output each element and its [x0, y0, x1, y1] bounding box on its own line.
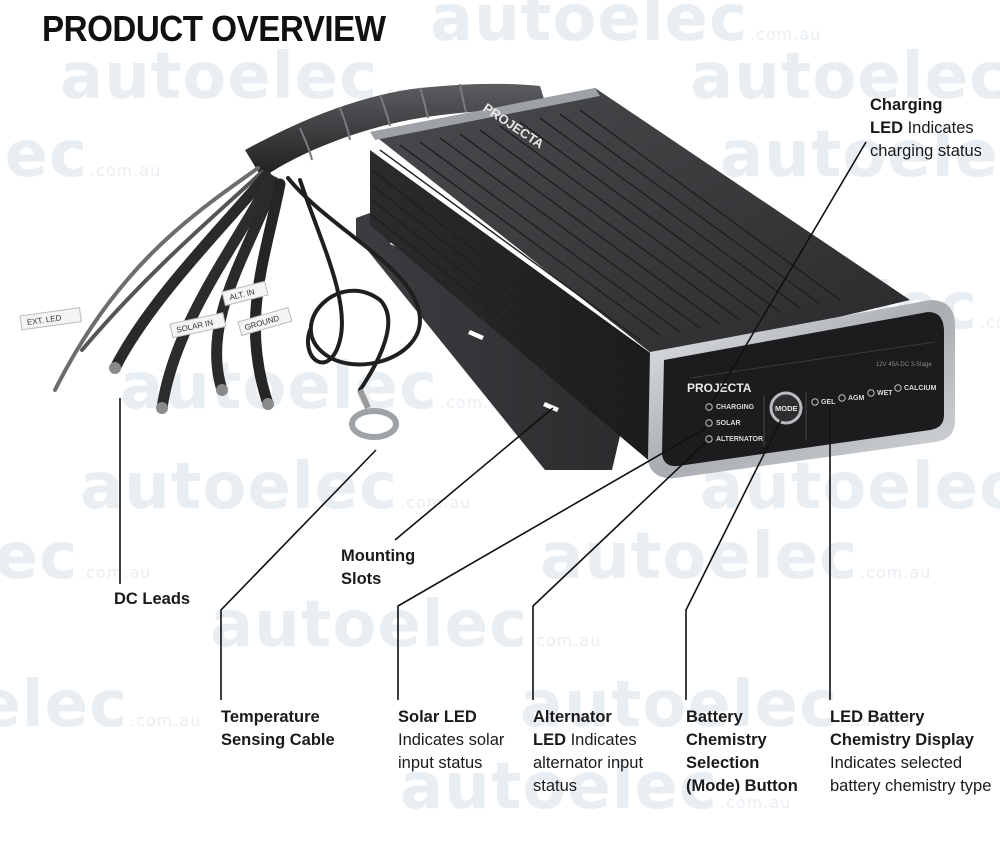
solar-led	[705, 419, 713, 427]
watermark: autoelec.com.au	[0, 668, 202, 742]
watermark: autoelec.com.au	[520, 668, 912, 742]
status-leds: CHARGING SOLAR ALTERNATOR	[705, 403, 763, 443]
ring-terminal	[349, 388, 399, 440]
callout-mounting-slots: Mounting Slots	[341, 547, 416, 588]
leader-alternator	[532, 441, 707, 700]
page-title: PRODUCT OVERVIEW	[42, 8, 386, 49]
lead-thick-1	[109, 170, 272, 374]
alternator-led	[705, 435, 713, 443]
svg-text:ALTERNATOR: ALTERNATOR	[716, 436, 763, 443]
charger-side	[370, 150, 660, 470]
watermark: autoelec	[720, 118, 1000, 192]
svg-text:GEL: GEL	[821, 399, 836, 406]
callout-mode-button: Battery Chemistry Selection (Mode) Butto…	[686, 708, 798, 795]
leader-mode	[685, 419, 782, 700]
svg-text:WET: WET	[877, 390, 893, 397]
watermark: autoelec.com.au	[400, 750, 792, 824]
calcium-led	[894, 384, 902, 392]
svg-text:CHARGING: CHARGING	[716, 404, 755, 411]
lead-ext-led	[53, 166, 260, 392]
watermark: autoelec.com.au	[0, 520, 152, 594]
charger-top	[370, 88, 910, 360]
watermark: autoelec.com.au	[0, 118, 162, 192]
temp-cable	[286, 176, 423, 392]
leader-mounting	[394, 407, 554, 541]
agm-led	[838, 394, 846, 402]
gel-led	[811, 398, 819, 406]
callout-temp-cable: Temperature Sensing Cable	[221, 708, 335, 749]
svg-text:CALCIUM: CALCIUM	[904, 385, 936, 392]
wire-tag: ALT. IN	[221, 280, 269, 307]
charging-led	[705, 403, 713, 411]
wire-tag: EXT. LED	[19, 307, 82, 331]
mode-button	[769, 391, 803, 425]
leader-lines	[119, 141, 867, 700]
svg-text:SOLAR: SOLAR	[716, 420, 741, 427]
watermark: autoelec.com.au	[540, 520, 932, 594]
mounting-slot	[468, 330, 484, 340]
leader-temp	[220, 449, 377, 700]
wire-tag: SOLAR IN	[169, 312, 227, 339]
mode-button-label: MODE	[775, 404, 798, 413]
wet-led	[867, 389, 875, 397]
leader-solar	[397, 427, 707, 700]
svg-text:AGM: AGM	[848, 395, 865, 402]
lead-alt	[211, 176, 280, 396]
watermark: autoelec.com.au	[430, 0, 822, 56]
leader-charging	[711, 141, 867, 404]
chemistry-leds: GEL AGM WET CALCIUM	[811, 384, 936, 406]
panel-brand: PROJECTA	[687, 381, 752, 395]
callout-dc-leads: DC Leads	[114, 590, 191, 608]
lead-grey	[80, 170, 264, 352]
watermark: autoelec.com.au	[210, 588, 602, 662]
spec-label: 12V 45A DC 3-Stage	[876, 362, 932, 368]
wire-tag: GROUND	[237, 307, 293, 337]
wire-sleeve	[245, 83, 548, 178]
mounting-slot	[543, 402, 559, 412]
lead-solar	[156, 174, 276, 414]
watermark: autoelec	[690, 40, 1000, 114]
watermark: autoelec.com.au	[80, 450, 472, 524]
